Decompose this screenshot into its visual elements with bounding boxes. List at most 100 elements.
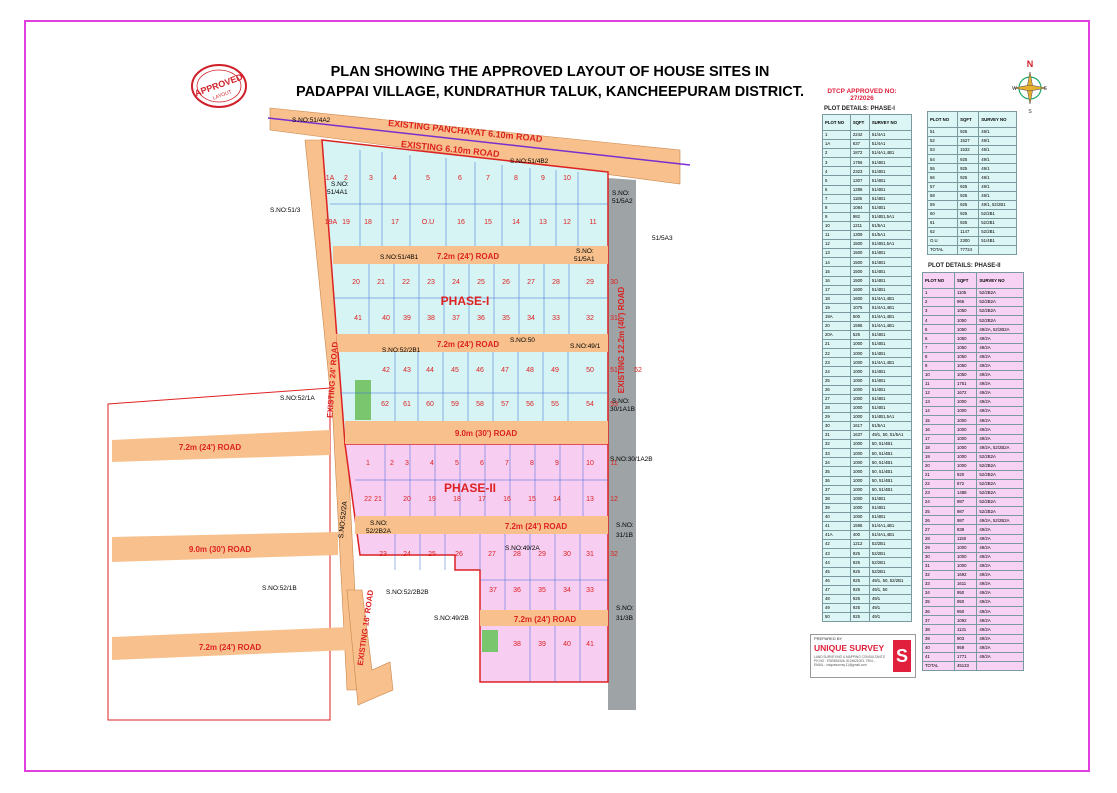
table-cell: 1637 xyxy=(849,430,870,441)
outer-road-30 xyxy=(112,532,338,562)
sno-51-4a1-b: 51/4A1 xyxy=(327,189,348,196)
table-cell: TOTAL xyxy=(926,245,959,256)
table-cell: 59 xyxy=(926,199,959,210)
table-cell: 17 xyxy=(822,284,851,295)
table-cell: 52/2B2A xyxy=(976,451,1024,462)
title-line-1: PLAN SHOWING THE APPROVED LAYOUT OF HOUS… xyxy=(330,64,770,80)
table-cell: 52/2B2A xyxy=(976,460,1024,471)
table-cell: 1309 xyxy=(849,230,870,241)
table-cell: 49/2A xyxy=(976,569,1024,581)
table-cell: 1 xyxy=(922,287,955,299)
table-cell: 6 xyxy=(922,333,955,344)
table-cell: 1000 xyxy=(849,366,870,377)
table-cell: 1611 xyxy=(953,578,978,590)
sno-51-5a3: 51/5A3 xyxy=(652,235,673,242)
plot-number: 17 xyxy=(478,496,486,503)
table-cell: 49/2A xyxy=(976,597,1024,608)
plot-number: 17 xyxy=(391,219,399,226)
table-cell: 9 xyxy=(922,360,955,371)
table-cell: 3 xyxy=(822,157,851,168)
plot-number: 25 xyxy=(428,551,436,558)
table-cell: 20 xyxy=(922,460,955,471)
table-cell: 49/2A xyxy=(976,397,1024,408)
table-cell: 3 xyxy=(922,306,955,317)
table-cell: 49/2A xyxy=(976,551,1024,562)
table-cell: 13 xyxy=(922,397,955,408)
table-cell: 1000 xyxy=(953,424,978,435)
table-cell: 22 xyxy=(922,478,955,490)
table-cell: 1000 xyxy=(953,415,978,426)
table-cell: 1084 xyxy=(849,202,870,213)
table-cell: 925 xyxy=(849,611,870,623)
table-cell: 52 xyxy=(926,136,959,147)
table-cell: 950 xyxy=(953,597,978,608)
table-cell: 51/4B1 xyxy=(868,330,913,341)
plot-number: 32 xyxy=(610,551,618,558)
plot-number: 59 xyxy=(451,401,459,408)
sno-31-3b-b: 31/3B xyxy=(616,615,633,622)
plot-number: 27 xyxy=(527,279,535,286)
phase-1-header: PLOT NO xyxy=(822,114,851,131)
table-cell: 50, 51/4B1 xyxy=(868,475,913,486)
table-cell: 52/2B1 xyxy=(978,208,1017,219)
table-cell: 1751 xyxy=(953,378,978,390)
plot-number: 31 xyxy=(610,315,618,322)
plot-number: 37 xyxy=(452,315,460,322)
table-cell: 52/2B2A xyxy=(976,297,1024,308)
table-cell: 8 xyxy=(822,202,851,213)
table-cell: 49/2A xyxy=(976,542,1024,553)
table-cell: 49/2A xyxy=(976,578,1024,590)
sno-50: S.NO:50 xyxy=(510,337,535,344)
table-cell: 1211 xyxy=(849,220,870,232)
eb-plot-2 xyxy=(355,380,371,420)
table-cell: 51/4A1 xyxy=(868,129,913,141)
table-cell: 2242 xyxy=(849,129,870,141)
plot-number: 32 xyxy=(586,315,594,322)
table-cell: 500 xyxy=(849,311,870,322)
plot-number: 6 xyxy=(480,460,484,467)
table-cell: 1532 xyxy=(957,145,980,156)
plot-number: 11 xyxy=(610,460,617,467)
table-cell: 49/2A xyxy=(976,342,1024,353)
table-cell: 50, 51/4B1 xyxy=(868,448,913,459)
plot-number: 5 xyxy=(455,460,459,467)
table-cell: 57 xyxy=(926,181,959,192)
table-cell: 37 xyxy=(922,615,955,626)
table-cell: 1000 xyxy=(849,375,870,386)
table-cell: 925 xyxy=(957,208,980,219)
plot-number: 40 xyxy=(382,315,390,322)
plot-number: 11 xyxy=(589,219,596,226)
table-cell: 49/2A xyxy=(976,388,1024,399)
plot-number: 1A xyxy=(326,175,335,182)
table-cell: 58 xyxy=(926,190,959,201)
plot-number: 20 xyxy=(352,279,360,286)
plot-number: 39 xyxy=(538,641,546,648)
table-cell: 62 xyxy=(926,227,959,238)
table-cell: 920 xyxy=(953,469,978,480)
plot-number: 55 xyxy=(551,401,559,408)
company-email: EMAIL : uniquesurvey.11@gmail.com xyxy=(814,663,867,667)
table-cell: 1617 xyxy=(849,420,870,432)
table-cell: 51/4B1 xyxy=(868,375,913,386)
table-cell: 51/4B1,5A1 xyxy=(868,211,913,222)
table-cell: 2300 xyxy=(957,236,980,247)
table-cell: 51/5A1 xyxy=(868,230,913,241)
plot-number: 10 xyxy=(563,175,571,182)
table-cell: 25 xyxy=(922,506,955,517)
table-cell: 51/4B1 xyxy=(868,157,913,168)
